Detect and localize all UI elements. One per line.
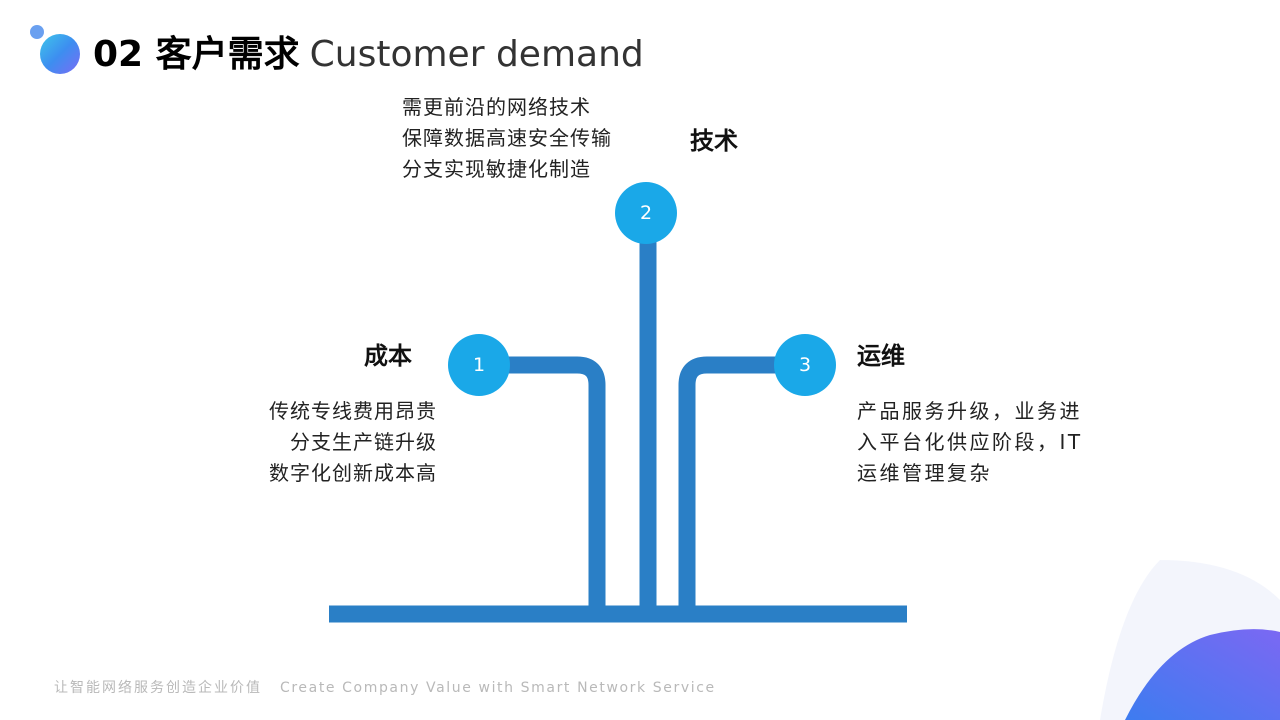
desc-cost: 传统专线费用昂贵 分支生产链升级 数字化创新成本高 [269,396,437,489]
desc-line: 保障数据高速安全传输 [402,126,612,150]
slogan-cn: 让智能网络服务创造企业价值 [54,680,262,696]
label-tech: 技术 [690,127,738,155]
slogan-en: Create Company Value with Smart Network … [280,680,716,696]
desc-ops: 产品服务升级，业务进 入平台化供应阶段，IT 运维管理复杂 [857,396,1083,489]
branch-ops [678,356,805,614]
node-2: 2 [615,182,677,244]
logo-dot-small [30,25,44,39]
desc-line: 数字化创新成本高 [269,461,437,485]
desc-line: 传统专线费用昂贵 [269,399,437,423]
corner-wave-decoration [1100,560,1280,720]
label-ops: 运维 [857,342,905,370]
logo-dot-icon [40,34,80,74]
desc-line: 产品服务升级，业务进 [857,399,1082,423]
desc-line: 需更前沿的网络技术 [402,95,591,119]
label-cost: 成本 [364,342,412,370]
desc-line: 运维管理复杂 [857,461,992,485]
desc-line: 入平台化供应阶段，IT [857,430,1083,454]
branch-cost [479,356,606,614]
node-1: 1 [448,334,510,396]
desc-tech: 需更前沿的网络技术 保障数据高速安全传输 分支实现敏捷化制造 [402,92,612,185]
node-3: 3 [774,334,836,396]
desc-line: 分支实现敏捷化制造 [402,157,591,181]
title-cn: 02 客户需求 [93,34,300,75]
title-en: Customer demand [309,34,644,75]
footer-slogan: 让智能网络服务创造企业价值 Create Company Value with S… [54,678,716,698]
desc-line: 分支生产链升级 [290,430,437,454]
